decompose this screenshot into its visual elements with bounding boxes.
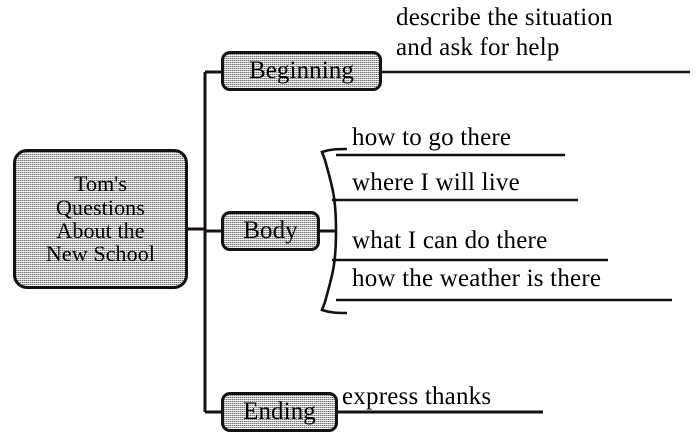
node-body-label: Body bbox=[243, 216, 298, 244]
leaf-beginning-describe-situation: describe the situation and ask for help bbox=[396, 4, 613, 61]
leaf-body-what-i-can-do-there: what I can do there bbox=[352, 227, 548, 254]
node-beginning[interactable]: Beginning bbox=[221, 51, 382, 91]
node-body[interactable]: Body bbox=[221, 211, 320, 251]
node-root[interactable]: Tom's Questions About the New School bbox=[13, 149, 188, 289]
leaf-body-how-to-go-there: how to go there bbox=[352, 124, 512, 151]
node-beginning-label: Beginning bbox=[248, 56, 355, 84]
leaf-ending-express-thanks: express thanks bbox=[342, 383, 492, 410]
node-ending-label: Ending bbox=[243, 397, 316, 425]
node-ending[interactable]: Ending bbox=[221, 392, 338, 432]
connector-body-brace-lower bbox=[320, 230, 348, 315]
leaf-body-where-i-will-live: where I will live bbox=[352, 169, 520, 196]
connector-body-brace-upper bbox=[320, 147, 348, 232]
node-root-label: Tom's Questions About the New School bbox=[45, 171, 156, 267]
leaf-body-how-the-weather-is-there: how the weather is there bbox=[352, 265, 602, 292]
